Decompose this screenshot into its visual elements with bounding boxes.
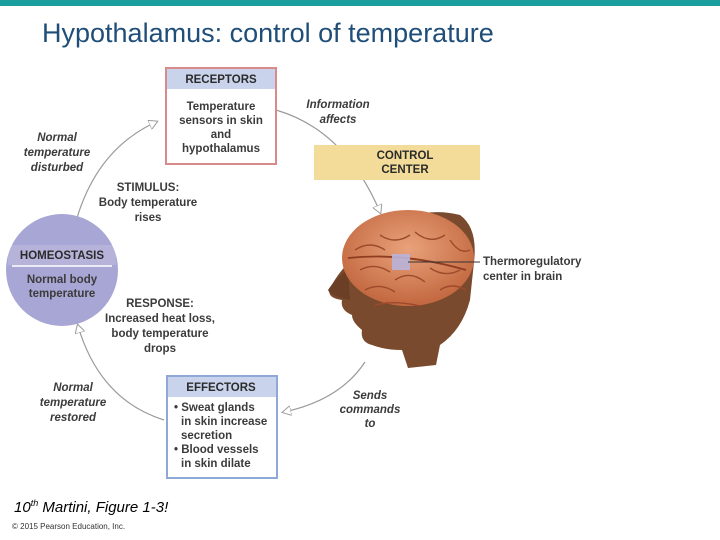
svg-text:Information: Information [306, 99, 369, 111]
svg-text:Sends: Sends [353, 390, 388, 402]
svg-text:drops: drops [144, 343, 176, 355]
svg-text:commands: commands [340, 404, 401, 416]
svg-text:rises: rises [135, 212, 162, 224]
normal-disturbed-label: Normal temperature disturbed [24, 132, 91, 174]
svg-text:RESPONSE:: RESPONSE: [126, 298, 194, 310]
svg-text:CENTER: CENTER [381, 164, 429, 176]
effectors-header: EFFECTORS [186, 382, 256, 394]
effectors-line: in skin increase [181, 416, 267, 428]
svg-text:restored: restored [50, 412, 97, 424]
svg-text:affects: affects [320, 114, 357, 126]
svg-text:to: to [365, 418, 376, 430]
copyright-notice: © 2015 Pearson Education, Inc. [12, 522, 126, 531]
arrow-sends-commands [284, 360, 368, 412]
normal-restored-label: Normal temperature restored [40, 382, 107, 424]
svg-text:body temperature: body temperature [111, 328, 208, 340]
effectors-line: • Blood vessels [174, 444, 259, 456]
figure-citation: 10th Martini, Figure 1-3! [14, 498, 169, 516]
receptors-box: RECEPTORS Temperature sensors in skin an… [165, 67, 277, 165]
svg-text:Body temperature: Body temperature [99, 197, 197, 209]
svg-text:STIMULUS:: STIMULUS: [117, 182, 180, 194]
receptors-line: sensors in skin [179, 115, 263, 127]
top-accent-bar [0, 0, 720, 6]
effectors-line: in skin dilate [181, 458, 251, 470]
receptors-line: hypothalamus [182, 143, 260, 155]
receptors-line: and [211, 129, 231, 141]
response-label: RESPONSE: Increased heat loss, body temp… [105, 298, 215, 355]
svg-text:temperature: temperature [24, 147, 91, 159]
svg-text:disturbed: disturbed [31, 162, 84, 174]
homeostasis-header: HOMEOSTASIS [20, 250, 104, 262]
page-title: Hypothalamus: control of temperature [42, 18, 494, 48]
svg-text:Normal: Normal [53, 382, 93, 394]
svg-text:CONTROL: CONTROL [377, 150, 434, 162]
sends-commands-label: Sends commands to [340, 390, 401, 430]
stimulus-label: STIMULUS: Body temperature rises [99, 182, 197, 224]
homeostasis-circle: HOMEOSTASIS Normal body temperature [6, 214, 118, 326]
svg-text:temperature: temperature [29, 288, 95, 300]
effectors-line: • Sweat glands [174, 402, 255, 414]
head-brain-illustration [328, 210, 480, 368]
arrow-response [78, 326, 166, 424]
svg-text:Normal: Normal [37, 132, 77, 144]
thermoregulatory-label: Thermoregulatory center in brain [483, 256, 582, 283]
receptors-header: RECEPTORS [185, 74, 257, 86]
effectors-line: secretion [181, 430, 232, 442]
svg-text:Increased heat loss,: Increased heat loss, [105, 313, 215, 325]
arrow-stimulus [71, 118, 156, 226]
svg-text:Thermoregulatory: Thermoregulatory [483, 256, 582, 268]
effectors-box: EFFECTORS • Sweat glands in skin increas… [166, 375, 278, 479]
svg-text:center in brain: center in brain [483, 271, 562, 283]
control-center-box: CONTROL CENTER [314, 145, 480, 180]
svg-text:temperature: temperature [40, 397, 107, 409]
information-affects-label: Information affects [306, 99, 369, 126]
receptors-line: Temperature [187, 101, 256, 113]
svg-text:Normal body: Normal body [27, 274, 98, 286]
